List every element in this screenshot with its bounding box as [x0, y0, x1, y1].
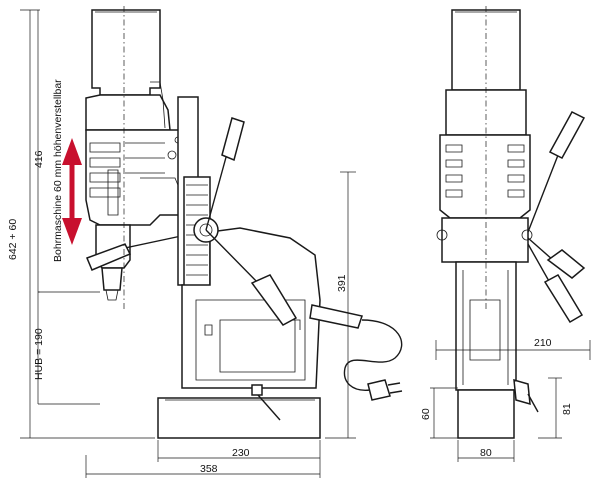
dim-height-adjust: Bohrmaschine 60 mm höhenverstellbar [52, 79, 64, 262]
side-view [436, 6, 586, 439]
dim-column-height: 416 [33, 150, 45, 168]
dim-foot-height: 60 [420, 408, 432, 420]
dim-base-width: 230 [232, 447, 250, 459]
height-adjust-arrow [62, 138, 82, 245]
dim-magnet-height: 391 [336, 274, 348, 292]
side-dimensions [430, 340, 591, 462]
dim-total-height: 642 + 60 [7, 219, 19, 260]
dim-side-base-width: 80 [480, 447, 492, 459]
front-view [85, 6, 403, 439]
dim-stroke: HUB = 190 [33, 328, 45, 380]
dim-side-width: 210 [534, 337, 552, 349]
dim-side-height: 81 [561, 403, 573, 415]
front-dimensions [20, 9, 356, 478]
dim-total-depth: 358 [200, 463, 218, 475]
